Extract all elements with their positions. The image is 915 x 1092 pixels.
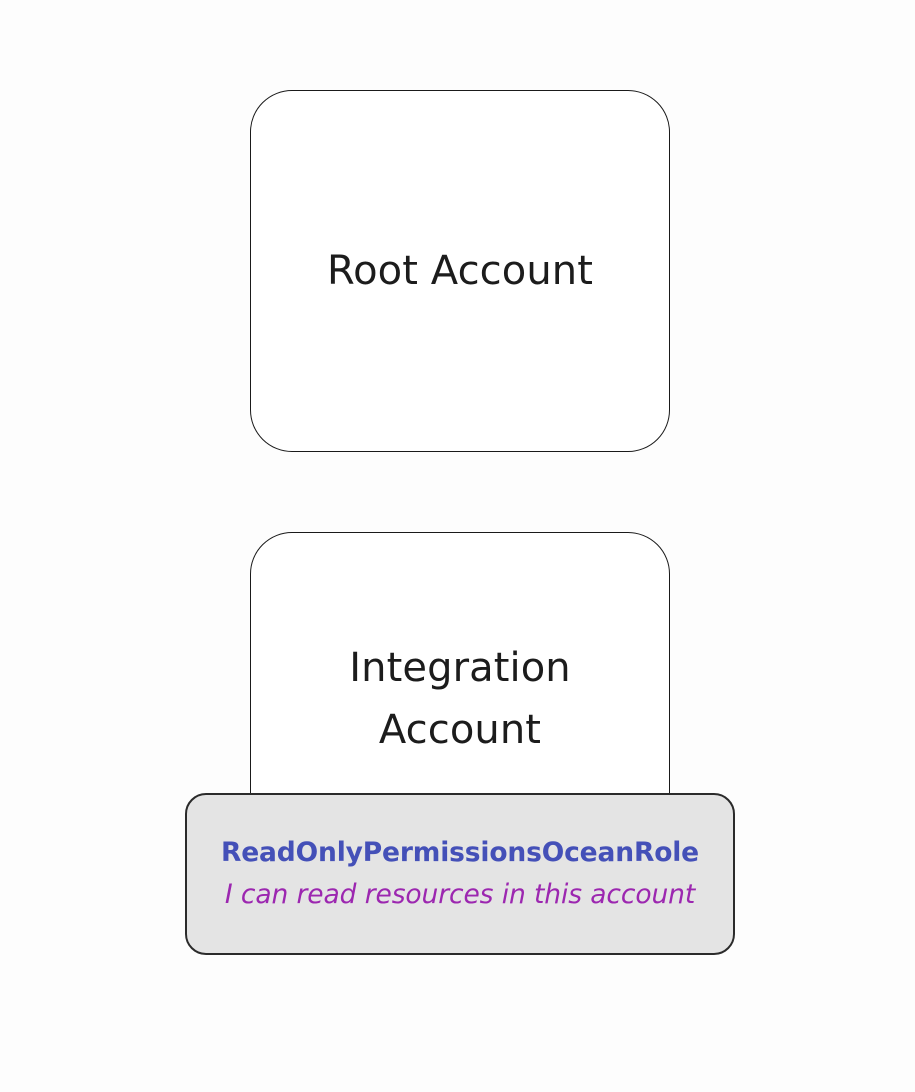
root-account-box[interactable]: Root Account bbox=[250, 90, 670, 452]
role-name-label: ReadOnlyPermissionsOceanRole bbox=[220, 836, 700, 868]
role-description-label: I can read resources in this account bbox=[224, 879, 696, 910]
root-account-label: Root Account bbox=[326, 248, 594, 294]
readonly-role-card[interactable]: ReadOnlyPermissionsOceanRole I can read … bbox=[185, 793, 735, 955]
integration-account-label: Integration Account bbox=[349, 645, 571, 753]
